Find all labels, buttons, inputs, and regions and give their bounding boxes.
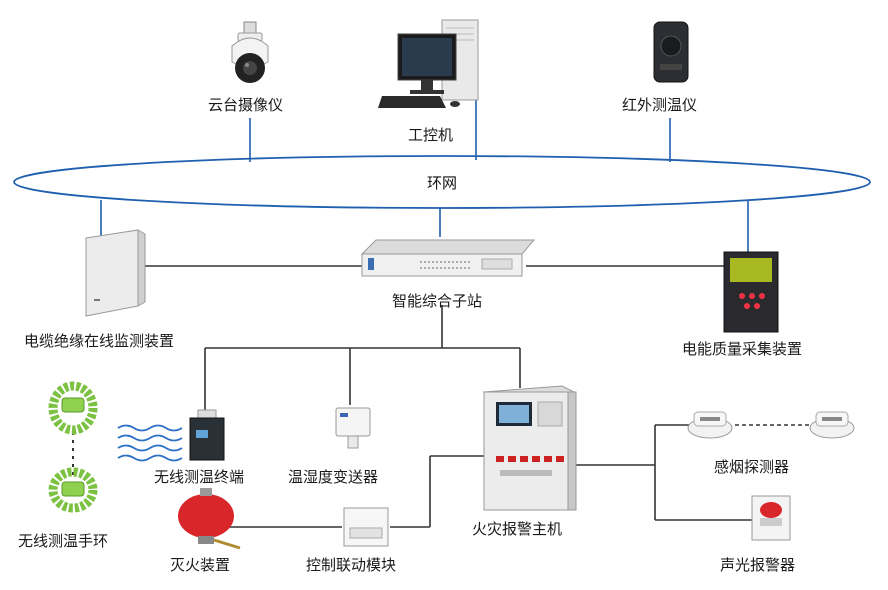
- ring-network: [13, 155, 871, 209]
- wristband-icon: [48, 381, 98, 513]
- smoke-detector-icon: [687, 411, 855, 439]
- ipc-label: 工控机: [408, 126, 454, 144]
- cable-monitor-icon: [85, 229, 146, 317]
- wireless-terminal-label: 无线测温终端: [154, 468, 245, 486]
- connection-lines: [72, 100, 810, 528]
- substation-label: 智能综合子站: [392, 292, 483, 310]
- power-quality-label: 电能质量采集装置: [682, 340, 803, 358]
- humidity-transmitter-icon: [335, 407, 371, 449]
- linkage-module-icon: [343, 507, 389, 547]
- ir-thermometer-icon: [653, 21, 689, 83]
- extinguisher-label: 灭火装置: [170, 556, 231, 574]
- sound-light-alarm-icon: [751, 495, 791, 541]
- power-quality-icon: [723, 251, 779, 333]
- fire-alarm-host-icon: [482, 385, 577, 511]
- ipc-icon: [378, 19, 479, 108]
- linkage-module-label: 控制联动模块: [306, 556, 397, 574]
- ir-thermometer-label: 红外测温仪: [622, 96, 698, 114]
- wireless-terminal-icon: [189, 409, 225, 461]
- wifi-signal-icon: [117, 424, 183, 462]
- ptz-camera-label: 云台摄像仪: [208, 96, 284, 114]
- cable-monitor-label: 电缆绝缘在线监测装置: [24, 332, 175, 350]
- humidity-transmitter-label: 温湿度变送器: [288, 468, 379, 486]
- extinguisher-icon: [178, 488, 241, 550]
- ptz-camera-icon: [231, 21, 269, 83]
- smoke-detector-label: 感烟探测器: [714, 458, 790, 476]
- sound-light-alarm-label: 声光报警器: [720, 556, 796, 574]
- substation-icon: [360, 239, 536, 277]
- ring-label: 环网: [427, 174, 457, 192]
- fire-alarm-host-label: 火灾报警主机: [472, 520, 563, 538]
- wristband-label: 无线测温手环: [18, 532, 109, 550]
